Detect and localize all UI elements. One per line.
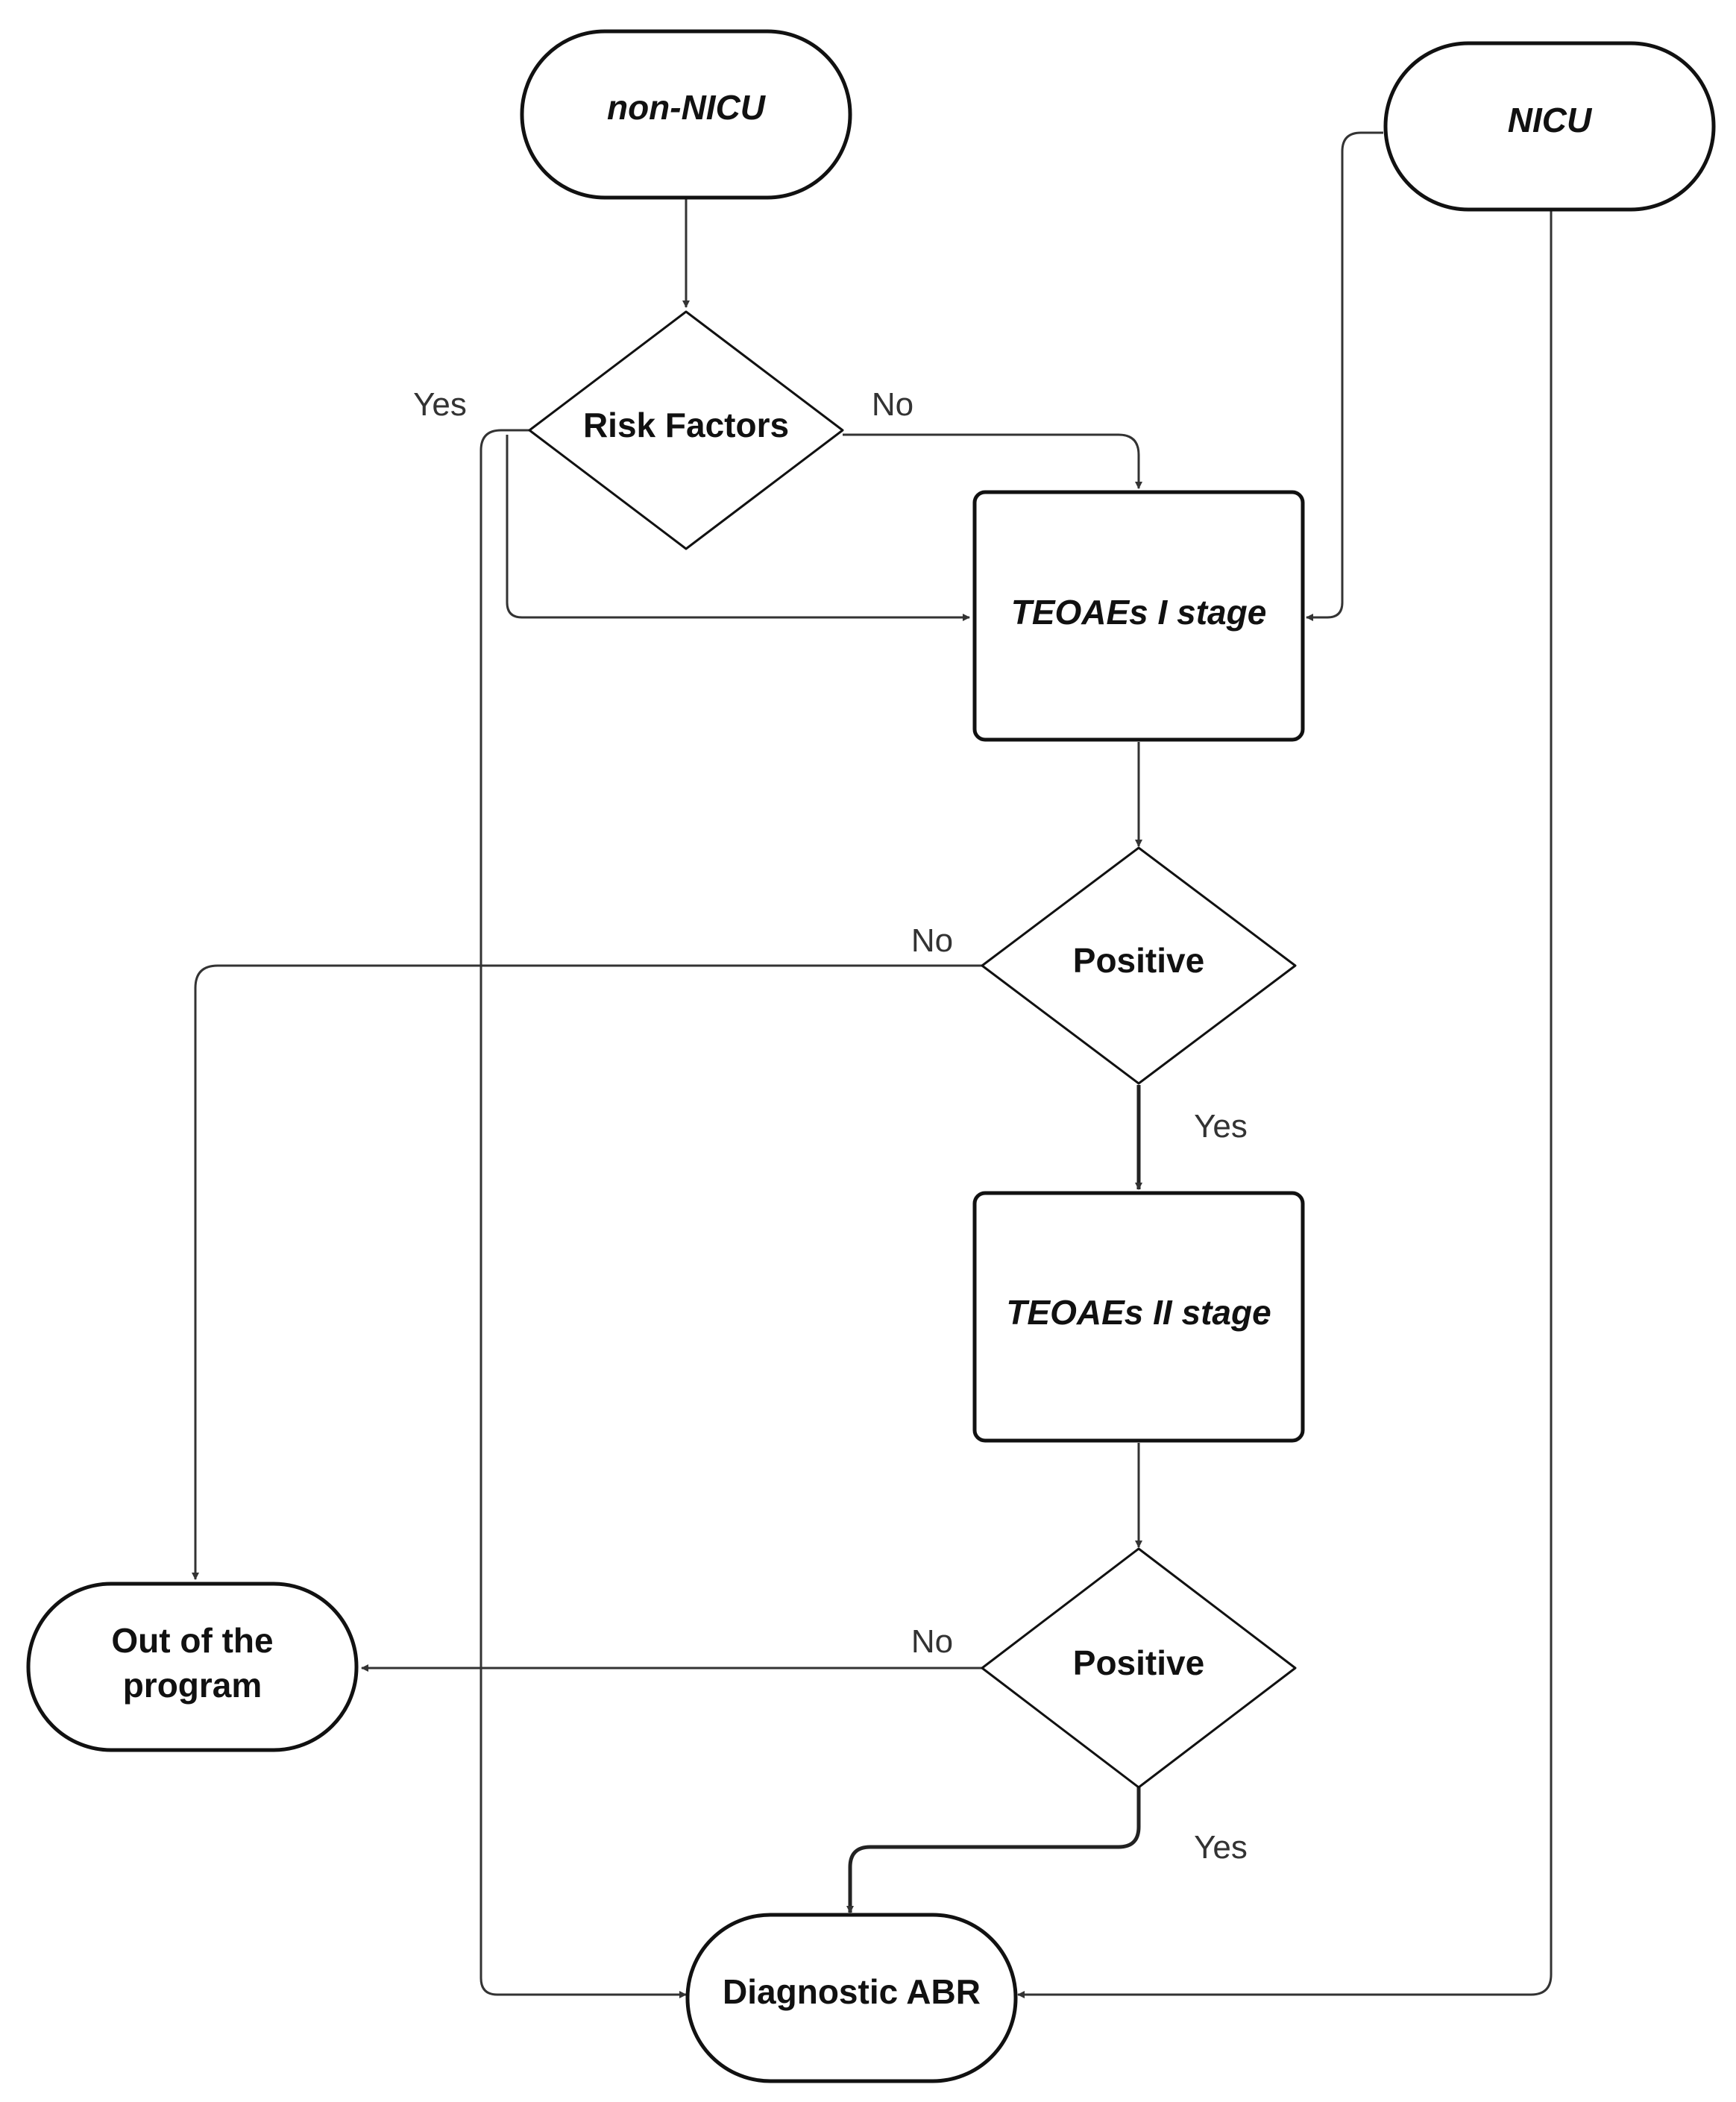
label-positive1-no: No — [911, 922, 953, 959]
edge-nicu-to-abr — [1017, 210, 1553, 1998]
process-teoaes-1: TEOAEs I stage — [972, 490, 1305, 742]
decision-risk-factors-label: Risk Factors — [583, 406, 789, 444]
process-teoaes-2-label: TEOAEs II stage — [1006, 1293, 1271, 1332]
terminal-out-of-program: Out of the program — [26, 1582, 359, 1752]
decision-risk-factors: Risk Factors — [528, 310, 844, 550]
label-positive2-yes: Yes — [1194, 1829, 1248, 1866]
decision-positive-2: Positive — [981, 1547, 1297, 1789]
process-teoaes-1-label: TEOAEs I stage — [1011, 593, 1267, 632]
edge-risk-yes-to-teoaes1 — [506, 435, 970, 621]
edge-positive2-yes-to-abr — [846, 1787, 1141, 1913]
label-positive2-no: No — [911, 1623, 953, 1660]
node-non-nicu: non-NICU — [520, 29, 852, 200]
decision-positive-1: Positive — [981, 846, 1297, 1085]
label-risk-yes: Yes — [413, 386, 467, 423]
label-positive1-yes: Yes — [1194, 1108, 1248, 1145]
edge-risk-yes-to-abr — [479, 429, 687, 1998]
terminal-out-line-1: Out of the — [111, 1621, 273, 1660]
decision-positive-2-label: Positive — [1073, 1643, 1204, 1682]
edge-labels: Yes No No Yes No Yes — [413, 386, 1248, 1866]
edge-risk-no-to-teoaes1 — [843, 433, 1142, 489]
process-teoaes-2: TEOAEs II stage — [972, 1191, 1305, 1443]
terminal-diagnostic-abr: Diagnostic ABR — [685, 1913, 1018, 2083]
node-nicu-label: NICU — [1508, 101, 1593, 139]
edges — [192, 131, 1553, 1998]
terminal-out-line-2: program — [123, 1666, 262, 1705]
edge-positive1-no-to-out — [192, 964, 983, 1580]
node-non-nicu-label: non-NICU — [607, 88, 767, 127]
edge-nicu-to-teoaes1 — [1306, 131, 1383, 621]
decision-positive-1-label: Positive — [1073, 941, 1204, 980]
terminal-diagnostic-abr-label: Diagnostic ABR — [723, 1972, 981, 2011]
node-nicu: NICU — [1383, 41, 1716, 212]
label-risk-no: No — [872, 386, 913, 423]
